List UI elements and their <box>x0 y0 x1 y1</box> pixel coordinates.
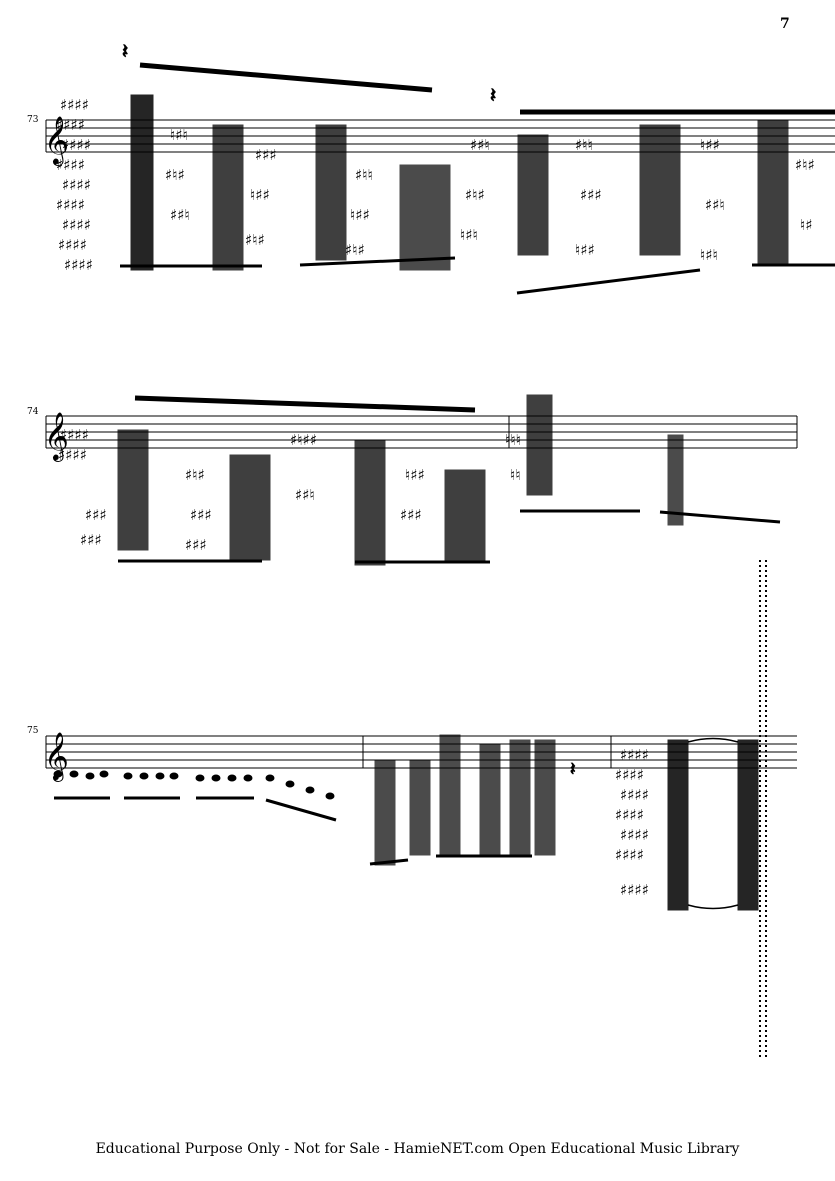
svg-text:♯♯♯: ♯♯♯ <box>580 186 602 204</box>
svg-text:♮♯♮: ♮♯♮ <box>460 226 478 244</box>
svg-text:♮♯♯: ♮♯♯ <box>250 186 270 204</box>
svg-text:♯♮♯: ♯♮♯ <box>245 231 265 249</box>
svg-text:♮♮: ♮♮ <box>510 466 521 484</box>
svg-text:♯♯♯♯: ♯♯♯♯ <box>56 156 85 174</box>
svg-text:♯♮♯: ♯♮♯ <box>465 186 485 204</box>
svg-text:♯♮♯: ♯♮♯ <box>165 166 185 184</box>
svg-text:♯♯♯: ♯♯♯ <box>400 506 422 524</box>
svg-text:♮♯♯: ♮♯♯ <box>575 241 595 259</box>
svg-text:♯♯♯♯: ♯♯♯♯ <box>62 136 91 154</box>
svg-text:♯♯♯: ♯♯♯ <box>185 536 207 554</box>
svg-text:♯♯♯♯: ♯♯♯♯ <box>615 806 644 824</box>
svg-text:♮♮♮: ♮♮♮ <box>505 431 521 449</box>
svg-text:♯♯♯♯: ♯♯♯♯ <box>620 746 649 764</box>
svg-text:♯♯♯: ♯♯♯ <box>190 506 212 524</box>
svg-text:♯♯♯♯: ♯♯♯♯ <box>60 426 89 444</box>
svg-text:♮♯: ♮♯ <box>800 216 813 234</box>
svg-text:𝄽: 𝄽 <box>570 759 576 780</box>
svg-text:♯♯♯♯: ♯♯♯♯ <box>620 786 649 804</box>
svg-text:♯♮♯: ♯♮♯ <box>185 466 205 484</box>
staff-system-2 <box>45 415 798 449</box>
footer-text: Educational Purpose Only - Not for Sale … <box>95 1141 740 1157</box>
note-cluster-group-1: 𝄽 𝄽 <box>120 39 835 295</box>
treble-clef-icon: 𝄞 <box>44 411 69 462</box>
svg-text:♯♯♯♯: ♯♯♯♯ <box>62 216 91 234</box>
svg-text:𝄽: 𝄽 <box>490 83 496 107</box>
page-number: 7 <box>780 16 790 32</box>
svg-text:♯♯♮: ♯♯♮ <box>295 486 315 504</box>
svg-text:♯♯♯♯: ♯♯♯♯ <box>620 881 649 899</box>
svg-text:♯♯♯♯: ♯♯♯♯ <box>615 846 644 864</box>
svg-text:♯♯♯♯: ♯♯♯♯ <box>58 236 87 254</box>
svg-text:♯♯♯: ♯♯♯ <box>85 506 107 524</box>
dotted-vertical-line <box>759 560 767 1060</box>
accidentals-group-3: ♯♯♯♯ ♯♯♯♯ ♯♯♯♯ ♯♯♯♯ ♯♯♯♯ ♯♯♯♯ ♯♯♯♯ <box>615 746 649 899</box>
svg-text:♯♮♮: ♯♮♮ <box>355 166 373 184</box>
svg-text:♮♯♯: ♮♯♯ <box>350 206 370 224</box>
svg-text:♮♯♯: ♮♯♯ <box>405 466 425 484</box>
svg-text:♯♯♯: ♯♯♯ <box>80 531 102 549</box>
svg-text:𝄽: 𝄽 <box>122 39 128 63</box>
svg-text:♯♯♯♯: ♯♯♯♯ <box>60 96 89 114</box>
measure-number-73: 73 <box>27 115 39 125</box>
svg-text:♯♯♯: ♯♯♯ <box>255 146 277 164</box>
treble-clef-icon: 𝄞 <box>44 115 69 166</box>
svg-text:♮♯♯: ♮♯♯ <box>700 136 720 154</box>
measure-number-75: 75 <box>27 726 39 736</box>
svg-text:♮♯♮: ♮♯♮ <box>170 126 188 144</box>
svg-text:♯♮♯: ♯♮♯ <box>345 241 365 259</box>
svg-text:♯♯♯♯: ♯♯♯♯ <box>64 256 93 274</box>
svg-text:♯♮♮: ♯♮♮ <box>575 136 593 154</box>
svg-text:♯♯♯♯: ♯♯♯♯ <box>56 116 85 134</box>
accidentals-group-2: ♯♯♯♯ ♯♯♯♯ ♯♯♯ ♯♯♯ ♯♮♯ ♯♯♯ ♯♯♯ ♯♮♯♯ ♯♯♮ ♮♯♯ ♯♯♯… <box>58 426 521 554</box>
measure-number-74: 74 <box>27 407 39 417</box>
note-cluster-group-2 <box>117 394 781 566</box>
svg-text:♯♯♯♯: ♯♯♯♯ <box>58 446 87 464</box>
svg-text:♮♯♮: ♮♯♮ <box>700 246 718 264</box>
svg-text:♯♯♯♯: ♯♯♯♯ <box>62 176 91 194</box>
svg-text:♯♯♮: ♯♯♮ <box>470 136 490 154</box>
svg-text:♯♯♯♯: ♯♯♯♯ <box>620 826 649 844</box>
svg-text:♯♯♯♯: ♯♯♯♯ <box>56 196 85 214</box>
accidentals-group-1: ♯♯♯♯ ♯♯♯♯ ♯♯♯♯ ♯♯♯♯ ♯♯♯♯ ♯♯♯♯ ♯♯♯♯ ♯♯♯♯ ♯♯♯♯ ♮… <box>56 96 815 274</box>
staff-system-1 <box>45 119 835 153</box>
svg-text:♯♯♮: ♯♯♮ <box>170 206 190 224</box>
melody-group-3: 𝄽 <box>53 734 759 911</box>
svg-text:♯♮♯: ♯♮♯ <box>795 156 815 174</box>
svg-text:♯♯♯♯: ♯♯♯♯ <box>615 766 644 784</box>
svg-text:♯♮♯♯: ♯♮♯♯ <box>290 431 317 449</box>
svg-text:♯♯♮: ♯♯♮ <box>705 196 725 214</box>
